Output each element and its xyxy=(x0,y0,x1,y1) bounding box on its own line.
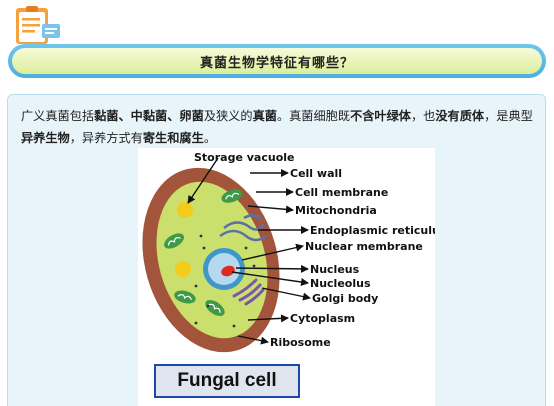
cytoplasm-label: Cytoplasm xyxy=(290,312,355,325)
nucleolus-shape xyxy=(221,265,235,277)
mitochondrion-shape xyxy=(174,290,196,304)
content-panel: 广义真菌包括黏菌、中黏菌、卵菌及狭义的真菌。真菌细胞既不含叶绿体，也没有质体，是… xyxy=(7,94,546,406)
paragraph-text: 。真菌细胞既 xyxy=(276,109,351,123)
paragraph-text: 广义真菌包括 xyxy=(21,109,95,123)
paragraph-text: ，是典型 xyxy=(484,109,533,123)
nucleus-label: Nucleus xyxy=(310,263,360,276)
cell-wall-label: Cell wall xyxy=(290,167,342,180)
clipboard-logo-icon xyxy=(14,4,64,46)
cell-membrane-label: Cell membrane xyxy=(295,186,388,199)
mitochondria-label: Mitochondria xyxy=(295,204,377,217)
golgi-body-label: Golgi body xyxy=(312,292,378,305)
paragraph-text: ，异养方式有 xyxy=(69,131,143,145)
endoplasmic-reticulum-label: Endoplasmic reticulum xyxy=(310,224,435,237)
bold-term: 没有质体 xyxy=(435,109,485,123)
endoplasmic-reticulum-shape xyxy=(219,214,267,242)
label-arrows xyxy=(187,157,311,345)
title-banner-inner: 真菌生物学特征有哪些？ xyxy=(12,48,542,74)
ribosome-label: Ribosome xyxy=(270,336,331,349)
bold-term: 不含叶绿体 xyxy=(350,109,411,123)
bold-term: 真菌 xyxy=(252,109,277,123)
fungal-cell-figure: Storage vacuole Cell wall Cell membrane … xyxy=(138,148,435,406)
bold-term: 黏菌、中黏菌、卵菌 xyxy=(94,109,204,123)
paragraph-text: ，也 xyxy=(411,109,436,123)
ribosome-dots xyxy=(194,234,256,328)
intro-paragraph: 广义真菌包括黏菌、中黏菌、卵菌及狭义的真菌。真菌细胞既不含叶绿体，也没有质体，是… xyxy=(21,105,536,149)
bold-term: 寄生和腐生 xyxy=(142,131,204,145)
mitochondrion-shape xyxy=(221,189,243,203)
figure-caption: Fungal cell xyxy=(177,370,277,391)
nucleolus-label: Nucleolus xyxy=(310,277,371,290)
storage-vacuole-shape xyxy=(177,202,193,218)
golgi-body-shape xyxy=(232,278,265,306)
page-title: 真菌生物学特征有哪些？ xyxy=(199,55,354,71)
storage-vacuole-label: Storage vacuole xyxy=(194,151,294,164)
figure-caption-box: Fungal cell xyxy=(154,364,300,398)
nuclear-membrane-label: Nuclear membrane xyxy=(305,240,423,253)
fungal-cell-diagram: Storage vacuole Cell wall Cell membrane … xyxy=(142,151,435,353)
vacuole-shape xyxy=(175,261,191,277)
mitochondrion-shape xyxy=(164,233,184,249)
paragraph-text: 。 xyxy=(203,131,216,145)
paragraph-text: 及狭义的 xyxy=(203,109,253,123)
mitochondrion-shape xyxy=(205,300,225,316)
title-banner: 真菌生物学特征有哪些？ xyxy=(8,44,546,78)
bold-term: 异养生物 xyxy=(21,131,70,145)
